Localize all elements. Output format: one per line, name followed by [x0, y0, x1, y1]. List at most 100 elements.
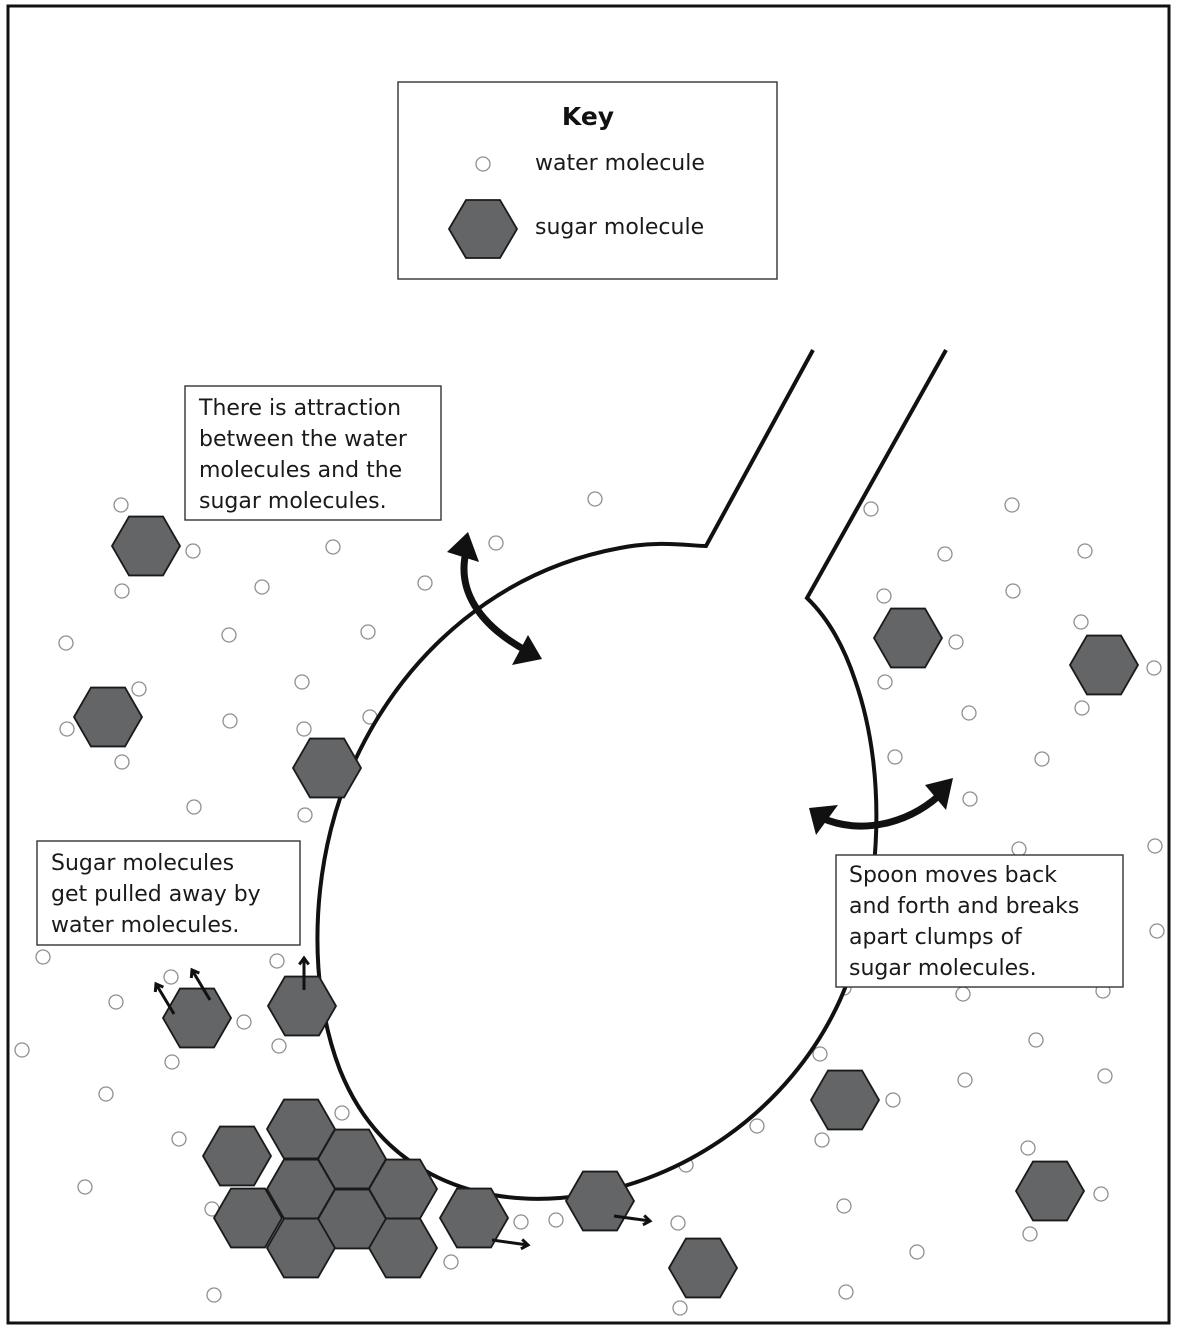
water-molecule — [417, 575, 433, 591]
callout-pulled-away-line: get pulled away by — [51, 882, 261, 907]
water-molecule — [77, 1179, 93, 1195]
sugar-molecule — [161, 987, 233, 1049]
diagram-frame — [6, 4, 1171, 1325]
water-molecule — [325, 539, 341, 555]
water-molecule — [222, 713, 238, 729]
water-molecule — [186, 799, 202, 815]
sugar-molecules — [72, 515, 1140, 1299]
pull-arrow-head — [189, 967, 200, 979]
water-molecule — [812, 1046, 828, 1062]
water-molecule — [955, 986, 971, 1002]
water-molecule — [876, 588, 892, 604]
water-molecule — [887, 749, 903, 765]
water-molecule — [548, 1212, 564, 1228]
sugar-molecule — [72, 686, 144, 748]
water-molecule — [443, 1254, 459, 1270]
sugar-molecule — [667, 1237, 739, 1299]
water-molecule — [334, 1105, 350, 1121]
pull-arrow-head — [642, 1214, 653, 1227]
water-molecule — [961, 705, 977, 721]
water-molecule — [14, 1042, 30, 1058]
callout-spoon-moves-line: apart clumps of — [849, 925, 1023, 950]
callout-pulled-away: Sugar molecules get pulled away by water… — [36, 840, 301, 946]
sugar-molecule — [809, 1069, 881, 1131]
water-molecule — [1147, 838, 1163, 854]
pull-arrow-shaft — [491, 1238, 529, 1247]
callout-pulled-away-line: Sugar molecules — [51, 851, 234, 876]
pull-arrow-head — [520, 1238, 531, 1251]
water-molecule — [59, 721, 75, 737]
water-molecule — [877, 674, 893, 690]
callout-attraction-box — [184, 385, 442, 521]
spoon-motion-arrow-head-left — [809, 805, 838, 835]
water-molecule-icon — [475, 156, 491, 172]
pull-arrow-shaft — [613, 1214, 651, 1223]
pull-arrow — [298, 955, 310, 990]
water-molecule — [35, 949, 51, 965]
water-molecule — [1093, 1186, 1109, 1202]
water-molecule — [909, 1244, 925, 1260]
sugar-molecule — [291, 737, 363, 799]
key-label-sugar: sugar molecule — [535, 215, 704, 240]
sugar-molecule — [265, 1217, 337, 1279]
water-molecule — [236, 1014, 252, 1030]
pull-arrow-head — [298, 955, 310, 966]
pull-arrow-shaft — [154, 983, 176, 1015]
spoon-motion-double-arrow — [809, 778, 953, 835]
water-molecule — [58, 635, 74, 651]
pull-arrows — [153, 955, 653, 1251]
water-molecule — [838, 1284, 854, 1300]
key-label-water: water molecule — [535, 151, 705, 176]
water-molecule — [114, 583, 130, 599]
water-molecule — [1028, 1032, 1044, 1048]
sugar-molecule — [201, 1125, 273, 1187]
sugar-molecule — [1014, 1160, 1086, 1222]
water-molecule — [937, 546, 953, 562]
water-molecule — [1149, 923, 1165, 939]
pull-arrow — [189, 967, 212, 1001]
spoon-motion-arrow-shaft — [820, 787, 948, 830]
callout-attraction-line: molecules and the — [199, 458, 402, 483]
callout-attraction-line: between the water — [199, 427, 408, 452]
water-molecule — [885, 1092, 901, 1108]
callout-spoon-moves-line: Spoon moves back — [849, 863, 1057, 888]
pull-arrow — [153, 981, 176, 1015]
water-molecule — [948, 634, 964, 650]
water-molecule — [297, 807, 313, 823]
callout-pulled-away-line: water molecules. — [51, 913, 239, 938]
spoon-outline — [315, 349, 948, 1201]
water-molecule — [488, 535, 504, 551]
water-molecule — [672, 1300, 688, 1316]
water-molecule — [163, 969, 179, 985]
water-molecule — [513, 1214, 529, 1230]
water-molecule — [360, 624, 376, 640]
callout-spoon-moves: Spoon moves back and forth and breaks ap… — [835, 854, 1124, 988]
callout-spoon-moves-box — [835, 854, 1124, 988]
water-molecule — [962, 791, 978, 807]
water-molecule — [670, 1215, 686, 1231]
pull-arrow-head — [153, 981, 164, 993]
spoon — [315, 349, 948, 1201]
water-molecule — [98, 1086, 114, 1102]
water-molecule — [113, 497, 129, 513]
water-molecule — [863, 501, 879, 517]
attraction-double-arrow — [447, 532, 542, 665]
water-molecule — [271, 1038, 287, 1054]
water-molecule — [1005, 583, 1021, 599]
water-molecule — [269, 953, 285, 969]
sugar-molecule — [212, 1187, 284, 1249]
water-molecule — [171, 1131, 187, 1147]
water-molecule — [1004, 497, 1020, 513]
sugar-molecule — [872, 607, 944, 669]
water-molecule — [836, 1198, 852, 1214]
water-molecule — [1146, 660, 1162, 676]
water-molecule — [1077, 543, 1093, 559]
water-molecule — [296, 721, 312, 737]
water-molecule — [206, 1287, 222, 1303]
water-molecule — [587, 491, 603, 507]
water-molecule — [1020, 1140, 1036, 1156]
water-molecule — [185, 543, 201, 559]
sugar-molecule — [367, 1217, 439, 1279]
callout-attraction-line: There is attraction — [198, 396, 401, 421]
